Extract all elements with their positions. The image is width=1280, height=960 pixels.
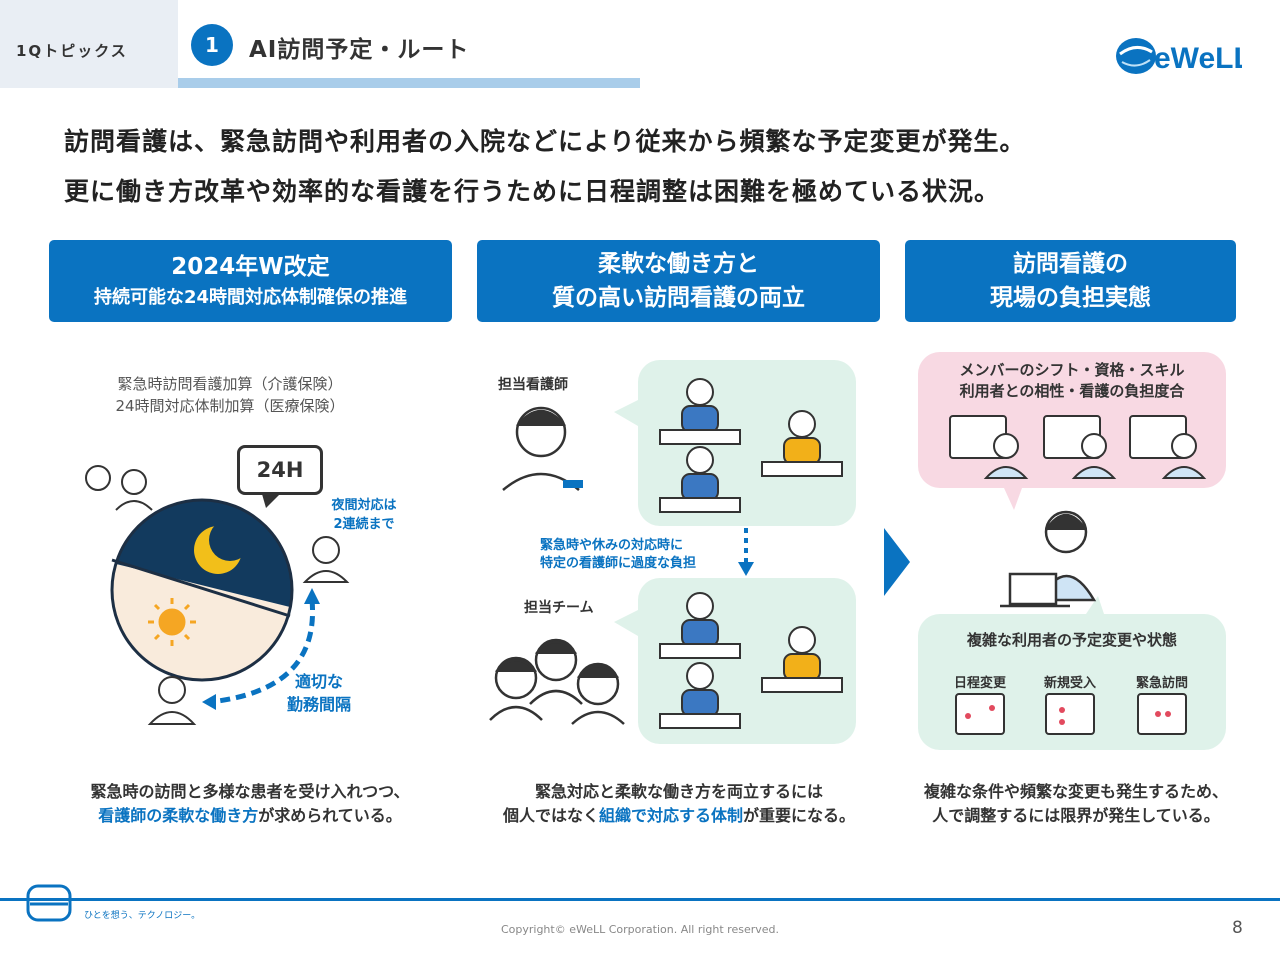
person-icon [85, 465, 350, 725]
caption-flexible-work-highlight: 組織で対応する体制 [598, 806, 743, 825]
constraints-text: メンバーのシフト・資格・スキル 利用者との相性・看護の負担度合 [918, 360, 1226, 402]
patient-icon [659, 378, 843, 513]
banner-burden-line2: 現場の負担実態 [990, 285, 1151, 311]
constraints-line2: 利用者との相性・看護の負担度合 [959, 382, 1185, 400]
logo-icon: eWeLL [1116, 38, 1242, 75]
moon-icon [194, 519, 251, 574]
caption-revision-line2: 看護師の柔軟な働き方が求められている。 [40, 804, 460, 828]
sun-icon [148, 598, 196, 646]
assigned-team-label: 担当チーム [524, 600, 594, 616]
caption-flexible-work-line1: 緊急対応と柔軟な働き方を両立するには [534, 782, 823, 801]
night-shift-label: 夜間対応は 2連続まで [318, 496, 410, 534]
caption-burden-line1: 複雑な条件や頻繁な変更も発生するため、 [923, 782, 1228, 801]
lead-line-1: 訪問看護は、緊急訪問や利用者の入院などにより従来から頻繁な予定変更が発生。 [64, 127, 1026, 156]
page-title: AI訪問予定・ルート [249, 37, 470, 63]
caption-flexible-work-pre: 個人ではなく [502, 806, 599, 825]
coordinator-icon [1000, 510, 1097, 608]
lead-line-2: 更に働き方改革や効率的な看護を行うために日程調整は困難を極めている状況。 [64, 177, 1001, 206]
banner-revision-title: 2024年W改定 [171, 254, 330, 280]
topic-number-badge: 1 [191, 24, 233, 66]
emergency-visit-fee-note: 緊急時訪問看護加算（介護保険） [117, 375, 343, 393]
calendar-label-reschedule: 日程変更 [953, 676, 1006, 691]
caption-burden: 複雑な条件や頻繁な変更も発生するため、 人で調整するには限界が発生している。 [896, 780, 1256, 828]
calendar-label-new-intake: 新規受入 [1043, 676, 1096, 691]
overload-label-line1: 緊急時や休みの対応時に [540, 538, 684, 553]
footer-logo-icon [26, 884, 72, 922]
banner-revision-subtitle: 持続可能な24時間対応体制確保の推進 [93, 287, 408, 308]
caption-flexible-work: 緊急対応と柔軟な働き方を両立するには 個人ではなく組織で対応する体制が重要になる… [470, 780, 888, 828]
day-night-circle [110, 498, 294, 682]
logo-text: eWeLL [1154, 42, 1242, 75]
assigned-nurse-label: 担当看護師 [498, 377, 568, 393]
calendar-icon [949, 415, 1187, 459]
banner-flexible-work: 柔軟な働き方と 質の高い訪問看護の両立 [477, 240, 880, 322]
banner-flexible-work-line2: 質の高い訪問看護の両立 [552, 285, 805, 311]
caption-revision-line1: 緊急時の訪問と多様な患者を受け入れつつ、 [90, 782, 410, 801]
banner-flexible-work-line1: 柔軟な働き方と [598, 251, 759, 277]
twenty-four-hour-fee-note: 24時間対応体制加算（医療保険） [115, 397, 345, 415]
banner-revision: 2024年W改定 持続可能な24時間対応体制確保の推進 [49, 240, 452, 322]
constraints-line1: メンバーのシフト・資格・スキル [959, 361, 1185, 379]
calendar-label-emergency: 緊急訪問 [1135, 676, 1188, 691]
twenty-four-hour-bubble: 24H [237, 445, 323, 495]
interval-arrow-icon [209, 599, 316, 705]
banner-burden-line1: 訪問看護の [1013, 251, 1128, 277]
schedule-change-title: 複雑な利用者の予定変更や状態 [966, 631, 1177, 649]
caption-burden-line2: 人で調整するには限界が発生している。 [932, 806, 1220, 825]
interval-label: 適切な 勤務間隔 [278, 670, 360, 716]
down-arrow-icon [738, 528, 754, 576]
team-icon [489, 638, 625, 725]
person-icon [983, 433, 1207, 479]
caption-revision-rest: が求められている。 [258, 806, 402, 825]
caption-flexible-work-rest: が重要になる。 [743, 806, 856, 825]
title-underline [178, 78, 640, 88]
calendar-icon [955, 693, 1187, 735]
nurse-icon [502, 406, 583, 491]
night-shift-label-line2: 2連続まで [333, 517, 395, 532]
caption-flexible-work-line2: 個人ではなく組織で対応する体制が重要になる。 [470, 804, 888, 828]
interval-label-line1: 適切な [294, 672, 343, 691]
footer-tagline: ひとを想う、テクノロジー。 [84, 911, 201, 921]
night-shift-label-line1: 夜間対応は [331, 498, 397, 513]
arrow-right-icon [884, 528, 910, 596]
footer-rule [0, 898, 1280, 901]
page-number: 8 [1232, 918, 1243, 938]
section-tab: 1Qトピックス [0, 0, 178, 88]
footer-copyright: Copyright© eWeLL Corporation. All right … [500, 923, 780, 936]
caption-revision-highlight: 看護師の柔軟な働き方 [98, 806, 259, 825]
caption-revision: 緊急時の訪問と多様な患者を受け入れつつ、 看護師の柔軟な働き方が求められている。 [40, 780, 460, 828]
interval-label-line2: 勤務間隔 [286, 695, 351, 714]
banner-burden: 訪問看護の 現場の負担実態 [905, 240, 1236, 322]
overload-label-line2: 特定の看護師に過度な負担 [540, 556, 697, 571]
section-tab-label: 1Qトピックス [16, 42, 128, 60]
overload-label: 緊急時や休みの対応時に 特定の看護師に過度な負担 [540, 537, 740, 573]
patient-icon [659, 592, 843, 729]
